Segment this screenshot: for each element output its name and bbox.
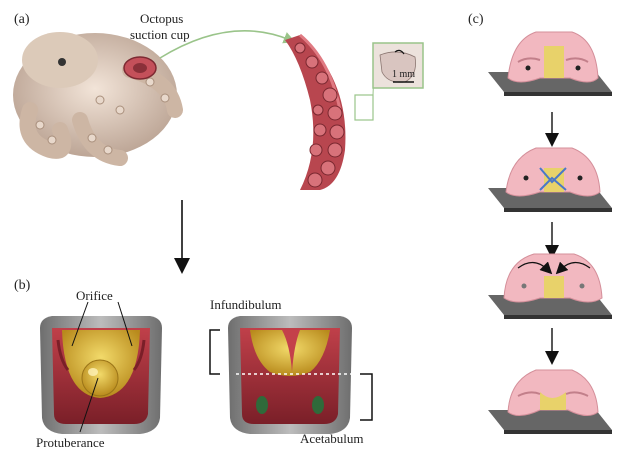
inset-image	[372, 42, 424, 89]
tentacle-highlight-box	[354, 94, 374, 121]
octopus-label-line2: suction cup	[130, 27, 190, 42]
sequence-step-3	[488, 253, 612, 319]
panel-label-c: (c)	[468, 12, 484, 27]
acetabulum-label: Acetabulum	[300, 431, 364, 446]
panel-label-a: (a)	[14, 12, 30, 27]
sequence-step-2	[488, 147, 612, 212]
scale-label: 1 mm	[392, 69, 416, 80]
acetabulum-bracket	[360, 373, 373, 421]
orifice-pointer-left	[71, 301, 89, 347]
octopus-label-line1: Octopus	[140, 11, 184, 26]
orifice-pointer-right	[117, 301, 133, 347]
tentacle-image	[285, 33, 346, 190]
zoom-arrow	[159, 30, 296, 59]
octopus-image	[13, 32, 183, 166]
cup-model-section	[228, 316, 352, 434]
infundibulum-bracket	[209, 329, 220, 375]
sequence-step-4	[488, 369, 612, 434]
protuberance-pointer	[79, 377, 99, 433]
orifice-label: Orifice	[76, 288, 113, 303]
protuberance-label: Protuberance	[36, 435, 105, 450]
panel-label-b: (b)	[14, 278, 31, 293]
infundibulum-label: Infundibulum	[210, 297, 282, 312]
sequence-step-1	[488, 31, 612, 96]
cup-model-protuberance	[40, 316, 162, 434]
